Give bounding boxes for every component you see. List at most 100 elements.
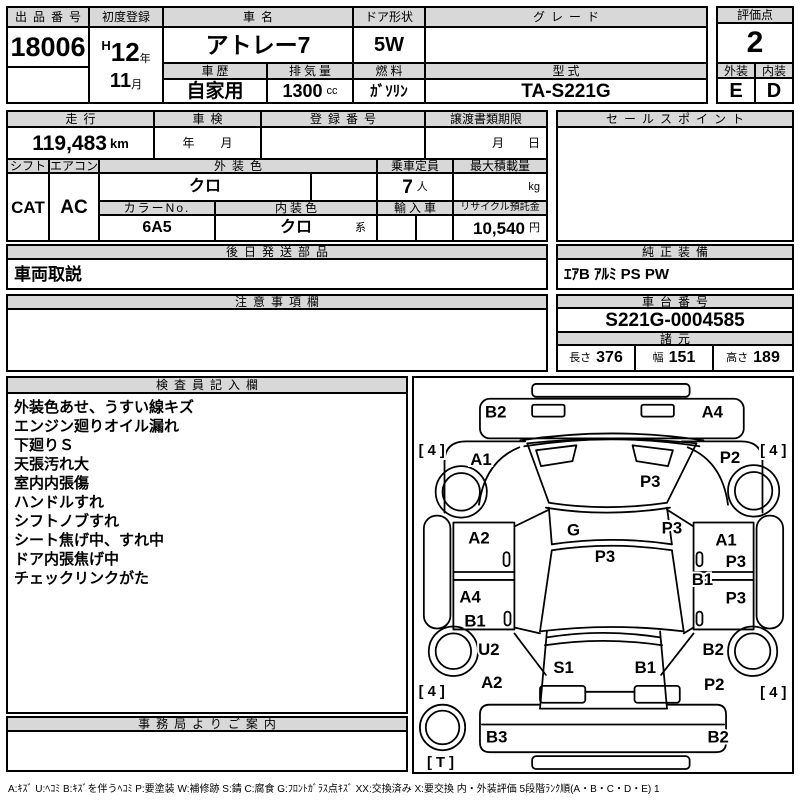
interior-grade-value: D <box>754 77 794 104</box>
deadline-month-label: 月 <box>491 136 504 150</box>
tread-depth-front-left: [ 4 ] <box>419 443 445 459</box>
roof-front-edge <box>666 506 673 546</box>
shift-value: CAT <box>6 172 50 242</box>
panel-label-rear-bumper-left: B3 <box>486 727 507 746</box>
wheel-front-right-rim <box>734 471 774 511</box>
import-car-divider <box>415 216 417 240</box>
rocker-left <box>422 514 452 630</box>
door-handle <box>502 551 511 567</box>
panel-label-windshield: P3 <box>640 472 660 491</box>
fold-line <box>666 508 695 528</box>
car-diagram-box: B2 A4 [ 4 ] A1 P2 [ 4 ] P3 A2 G P3 A1 P3… <box>412 376 794 774</box>
oem-equipment-value: ｴｱB ｱﾙﾐ PS PW <box>556 258 794 290</box>
caution-box <box>6 308 548 372</box>
inspector-note: 天張汚れ大 <box>14 456 90 473</box>
spec-width: 幅 151 <box>634 344 714 372</box>
first-registration-month: 11 <box>109 70 132 92</box>
first-registration-year: 12 <box>110 37 140 67</box>
spec-length: 長さ 376 <box>556 344 636 372</box>
tread-depth-rear-left: [ 4 ] <box>419 684 445 700</box>
fender-right-outline <box>680 440 764 514</box>
width-value: 151 <box>668 349 696 366</box>
exterior-color-empty-cell <box>310 172 378 202</box>
fold-line <box>513 626 541 635</box>
inspector-note: 室内内張傷 <box>14 475 90 492</box>
deadline-day-label: 日 <box>527 136 540 150</box>
length-value: 376 <box>596 349 623 366</box>
wiper-left <box>535 444 578 467</box>
inspector-notes-box: 外装色あせ、うすい線キズ エンジン廻りオイル漏れ 下廻りＳ 天張汚れ大 室内内張… <box>6 392 408 714</box>
headlight-right <box>640 403 675 418</box>
spare-tire-circle-inner <box>424 709 461 746</box>
registration-no-value <box>260 126 426 160</box>
wheel-rear-left-rim <box>434 632 472 670</box>
aircon-header: エアコン <box>48 158 100 174</box>
width-label: 幅 <box>652 351 664 364</box>
inspection-year-label: 年 <box>182 136 195 150</box>
fuel-value: ｶﾞｿﾘﾝ <box>352 78 426 104</box>
auction-no-header: 出品番号 <box>6 6 90 28</box>
wheel-front-right <box>727 464 781 518</box>
windshield-bottom-line <box>545 506 671 514</box>
recycle-deposit-unit: 円 <box>529 221 540 234</box>
door-handle <box>695 551 704 567</box>
exterior-color-value: クロ <box>98 172 312 202</box>
car-name-value: アトレー7 <box>162 26 354 64</box>
car-history-value: 自家用 <box>162 78 268 104</box>
auction-no-value: 18006 <box>6 26 90 68</box>
mileage-number: 119,483 <box>32 131 107 155</box>
rocker-right <box>755 514 785 630</box>
displacement-header: 排気量 <box>266 62 354 80</box>
inspector-note: チェックリンクがた <box>14 570 150 587</box>
panel-label-tailgate-left: S1 <box>553 658 573 677</box>
import-car-value <box>376 214 454 242</box>
rear-bumper-strip <box>531 755 691 770</box>
aircon-value: AC <box>48 172 100 242</box>
tailgate-side <box>539 630 548 710</box>
inspector-note: 外装色あせ、うすい線キズ <box>14 399 195 416</box>
inspection-value: 年 月 <box>153 126 262 160</box>
panel-label-hood-left: B2 <box>485 403 506 422</box>
fold-line <box>513 632 547 676</box>
door-panel-left <box>452 521 516 631</box>
door-shape-value: 5W <box>352 26 426 64</box>
fender-right-inner <box>686 446 729 506</box>
mileage-value: 119,483 km <box>6 126 155 160</box>
spec-height: 高さ 189 <box>712 344 794 372</box>
fold-line <box>513 508 550 528</box>
interior-color-suffix: 系 <box>355 221 366 234</box>
fender-left-outline <box>443 440 527 514</box>
inspector-note: シート焦げ中、すれ中 <box>14 532 165 549</box>
wheel-front-left <box>434 465 488 519</box>
chassis-no-value: S221G-0004585 <box>556 307 794 333</box>
taillight-left <box>539 684 587 704</box>
car-damage-diagram: B2 A4 [ 4 ] A1 P2 [ 4 ] P3 A2 G P3 A1 P3… <box>417 383 788 772</box>
windshield-outline <box>526 437 698 509</box>
headlight-left <box>531 403 566 418</box>
capacity-header: 乗車定員 <box>376 158 454 174</box>
panel-label-fender-front-left: A1 <box>470 450 491 469</box>
panel-label-door-front-left: A2 <box>468 528 489 547</box>
panel-label-cowl: G <box>567 520 580 539</box>
door-shape-header: ドア形状 <box>352 6 426 28</box>
fold-line <box>682 626 695 635</box>
era-letter: H <box>101 38 111 53</box>
spare-tire-circle <box>419 703 467 752</box>
cowl-line <box>519 432 705 442</box>
panel-label-fender-front-right: P2 <box>720 448 740 467</box>
roof-side-left <box>539 549 553 633</box>
wiper-right <box>631 444 674 467</box>
later-parts-value: 車両取説 <box>6 258 548 290</box>
interior-color-name: クロ <box>279 219 312 236</box>
inspector-note: ドア内張焦げ中 <box>14 551 120 568</box>
recycle-deposit-number: 10,540 <box>473 218 525 238</box>
door-handle <box>503 610 512 627</box>
rear-bumper <box>479 703 727 754</box>
panel-label-door-right-mid: B1 <box>692 570 713 589</box>
recycle-deposit-value: 10,540 円 <box>452 214 548 242</box>
inspector-note: エンジン廻りオイル漏れ <box>14 418 180 435</box>
transfer-deadline-value: 月 日 <box>424 126 548 160</box>
displacement-value: 1300 cc <box>266 78 354 104</box>
first-registration-value: H 12 年 11 月 <box>88 26 164 104</box>
